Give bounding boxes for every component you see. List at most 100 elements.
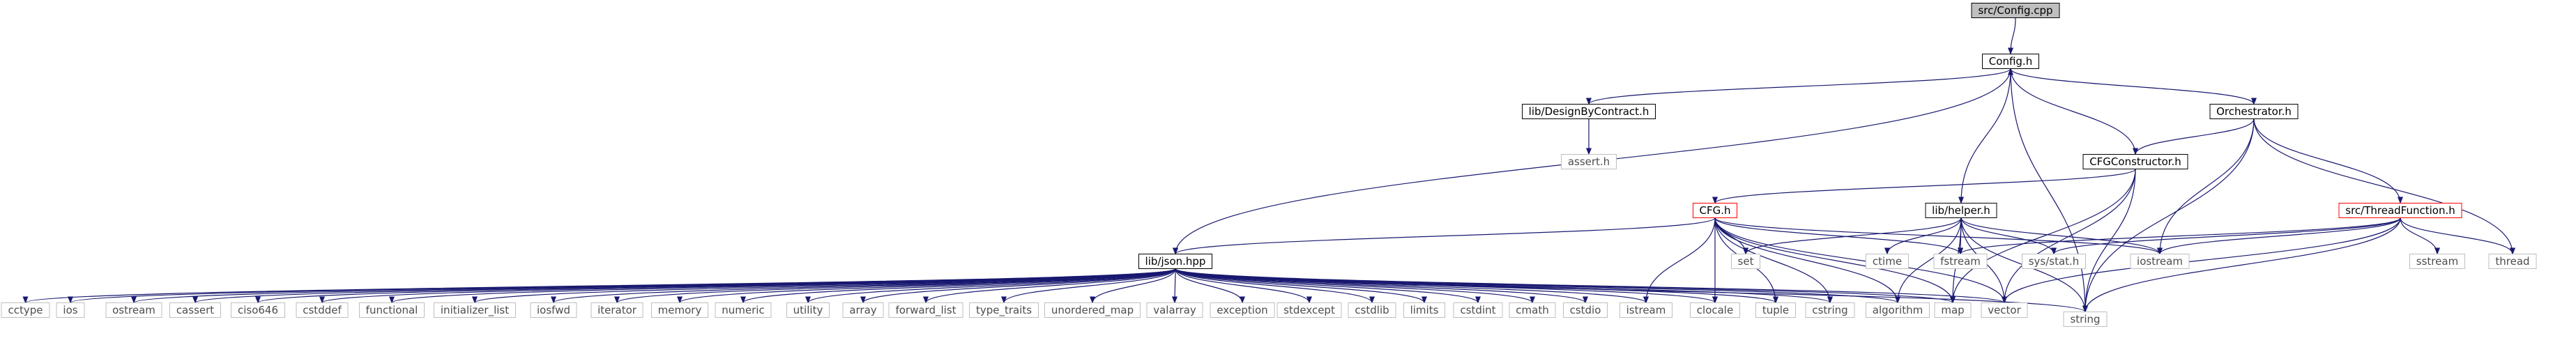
node-cstring: cstring xyxy=(1805,302,1855,318)
node-label: algorithm xyxy=(1873,304,1923,316)
node-label: cctype xyxy=(8,304,43,316)
node-set: set xyxy=(1731,254,1760,269)
node-istream: istream xyxy=(1619,302,1672,318)
node-sstream: sstream xyxy=(2409,254,2465,269)
node-helper-h[interactable]: lib/helper.h xyxy=(1925,203,1997,218)
node-thread: thread xyxy=(2488,254,2537,269)
node-box xyxy=(1210,302,1275,318)
node-tuple: tuple xyxy=(1755,302,1796,318)
node-map: map xyxy=(1934,302,1972,318)
node-cstdlib: cstdlib xyxy=(1348,302,1396,318)
node-box xyxy=(231,302,285,318)
node-cfgc-h[interactable]: CFGConstructor.h xyxy=(2082,154,2188,169)
edge-cfgc_h-to-config_h xyxy=(2008,68,2136,155)
node-box xyxy=(1044,302,1141,318)
node-orch-h[interactable]: Orchestrator.h xyxy=(2209,104,2299,119)
node-sysstat: sys/stat.h xyxy=(2022,254,2086,269)
edge-helper_h-to-iostream xyxy=(1960,217,2163,255)
edge-config_cpp-to-config_h xyxy=(2008,17,2016,55)
edge-json_hpp-to-utility xyxy=(805,268,1176,304)
node-config-cpp[interactable]: src/Config.cpp xyxy=(1971,3,2060,18)
edge-helper_h-to-sysstat xyxy=(1960,217,2057,255)
node-label: fstream xyxy=(1940,255,1981,268)
node-config-h[interactable]: Config.h xyxy=(1982,54,2039,69)
edge-json_hpp-to-vector xyxy=(1175,268,2007,304)
edge-json_hpp-to-ciso646 xyxy=(255,268,1176,304)
node-cstdint: cstdint xyxy=(1453,302,1503,318)
node-label: istream xyxy=(1626,304,1666,316)
node-box xyxy=(2409,254,2465,269)
edge-tf_h-to-sysstat xyxy=(2051,217,2401,255)
edge-json_hpp-to-unordered_map xyxy=(1090,268,1176,304)
node-label: unordered_map xyxy=(1051,304,1134,317)
node-label: cstdlib xyxy=(1355,304,1389,316)
node-box xyxy=(1690,302,1740,318)
edge-tf_h-to-string xyxy=(2082,217,2401,313)
edge-config_h-to-helper_h xyxy=(1958,68,2011,204)
node-label: CFG.h xyxy=(1700,204,1731,217)
node-box xyxy=(1403,302,1445,318)
node-label: ctime xyxy=(1873,255,1902,268)
node-label: utility xyxy=(793,304,823,316)
edge-cfg_h-to-json_hpp xyxy=(1173,217,1716,255)
node-label: sys/stat.h xyxy=(2029,255,2080,268)
node-cmath: cmath xyxy=(1509,302,1556,318)
node-box xyxy=(169,302,221,318)
node-box xyxy=(2063,312,2108,327)
node-label: functional xyxy=(366,304,418,316)
node-box xyxy=(1453,302,1503,318)
node-label: tuple xyxy=(1762,304,1789,316)
node-label: map xyxy=(1941,304,1964,316)
node-box xyxy=(105,302,162,318)
node-box xyxy=(2338,203,2462,218)
node-exception: exception xyxy=(1210,302,1275,318)
node-box xyxy=(1146,302,1203,318)
node-forward-list: forward_list xyxy=(888,302,963,318)
edge-json_hpp-to-array xyxy=(860,268,1176,304)
edge-json_hpp-to-cmath xyxy=(1175,268,1535,304)
node-label: cmath xyxy=(1516,304,1548,316)
node-ostream: ostream xyxy=(105,302,162,318)
node-dbc-h[interactable]: lib/DesignByContract.h xyxy=(1522,104,1656,119)
edge-cfgc_h-to-cfg_h xyxy=(1712,168,2136,204)
edge-config_h-to-orch_h xyxy=(2010,68,2257,105)
node-box xyxy=(1866,302,1930,318)
node-box xyxy=(1138,254,1212,269)
node-label: cstdint xyxy=(1460,304,1495,316)
edge-tf_h-to-sstream xyxy=(2400,217,2440,255)
node-cstdio: cstdio xyxy=(1563,302,1608,318)
node-box xyxy=(1561,154,1617,169)
node-valarray: valarray xyxy=(1146,302,1203,318)
node-json-hpp[interactable]: lib/json.hpp xyxy=(1138,254,1212,269)
node-box xyxy=(296,302,349,318)
edge-json_hpp-to-exception xyxy=(1175,268,1245,304)
node-tf-h[interactable]: src/ThreadFunction.h xyxy=(2338,203,2462,218)
node-box xyxy=(1509,302,1556,318)
edge-json_hpp-to-algorithm xyxy=(1175,268,1900,304)
edge-json_hpp-to-cstdio xyxy=(1175,268,1588,304)
node-label: ostream xyxy=(112,304,155,316)
edge-helper_h-to-ctime xyxy=(1884,217,1962,255)
edges-layer xyxy=(23,17,2515,313)
node-label: sstream xyxy=(2416,255,2458,268)
edge-cfg_h-to-istream xyxy=(1643,217,1716,304)
edge-json_hpp-to-cstdlib xyxy=(1175,268,1375,304)
node-functional: functional xyxy=(359,302,425,318)
node-iosfwd: iosfwd xyxy=(530,302,577,318)
node-box xyxy=(590,302,643,318)
edge-json_hpp-to-functional xyxy=(389,268,1176,304)
node-memory: memory xyxy=(651,302,708,318)
node-label: CFGConstructor.h xyxy=(2089,155,2181,168)
node-label: array xyxy=(849,304,876,316)
node-cfg-h[interactable]: CFG.h xyxy=(1693,203,1737,218)
node-type-traits: type_traits xyxy=(969,302,1039,318)
node-box xyxy=(1731,254,1760,269)
edge-config_h-to-string xyxy=(2010,68,2088,313)
node-box xyxy=(1805,302,1855,318)
node-box xyxy=(1934,302,1972,318)
node-box xyxy=(2082,154,2188,169)
node-label: assert.h xyxy=(1568,155,1610,168)
edge-orch_h-to-cfgc_h xyxy=(2133,118,2255,155)
edge-orch_h-to-string xyxy=(2082,118,2255,313)
node-label: valarray xyxy=(1153,304,1196,316)
